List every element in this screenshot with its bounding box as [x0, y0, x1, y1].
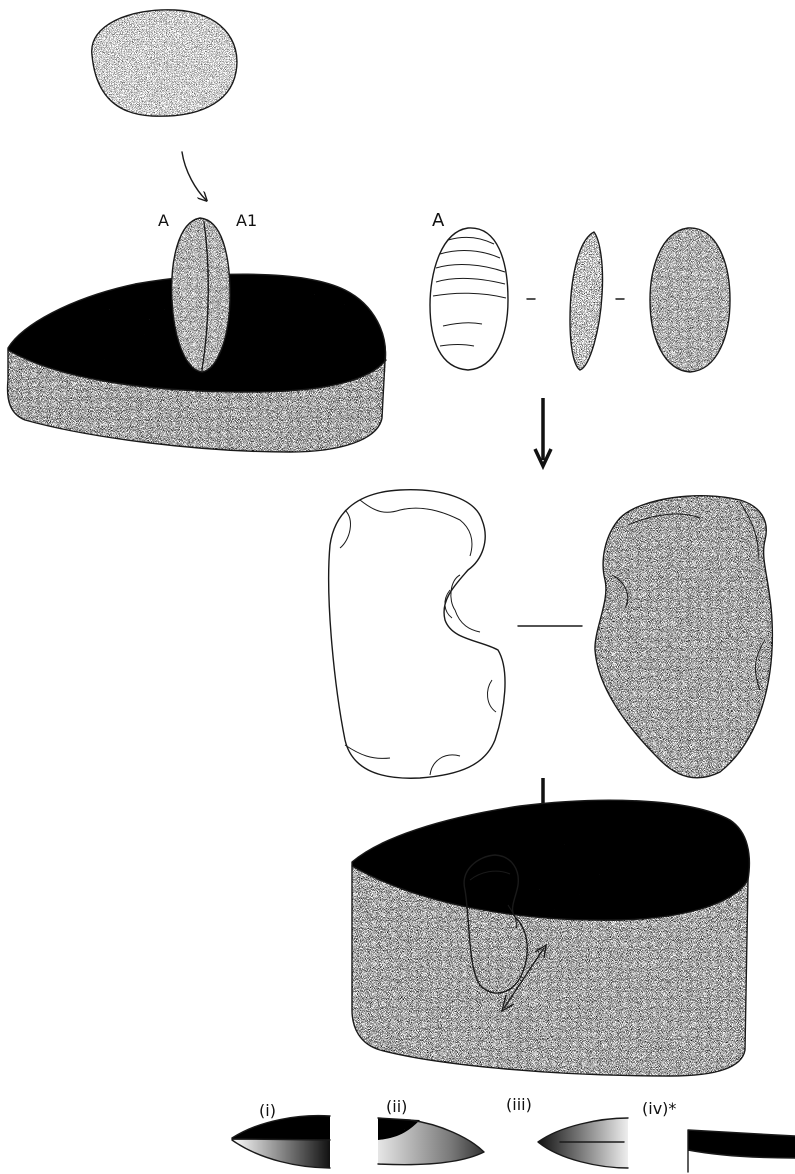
label-face-a1: A1 — [236, 211, 257, 230]
split-half-profile-view — [570, 232, 603, 370]
label-face-a: A — [158, 211, 169, 230]
edge-type-iv-label: (iv)* — [642, 1099, 676, 1118]
label-view-a: A — [432, 210, 445, 231]
split-half-dorsal-view — [650, 228, 730, 372]
flaked-tool-ventral-face — [329, 490, 505, 778]
edge-type-i-label: (i) — [259, 1101, 276, 1120]
edge-type-iii: (iii) — [506, 1095, 628, 1168]
edge-type-ii-label: (ii) — [386, 1097, 407, 1116]
split-half-ventral-view — [430, 228, 508, 370]
anvil-stone-right — [352, 800, 749, 1076]
original-pebble — [92, 10, 237, 116]
edge-type-iii-label: (iii) — [506, 1095, 532, 1114]
edge-type-i: (i) — [232, 1101, 330, 1168]
edge-type-iv: (iv)* — [642, 1099, 795, 1172]
edge-type-ii: (ii) — [378, 1097, 484, 1165]
down-arrow-1 — [535, 398, 551, 466]
flaked-tool-dorsal-face — [595, 496, 772, 778]
split-arrow — [182, 152, 206, 200]
